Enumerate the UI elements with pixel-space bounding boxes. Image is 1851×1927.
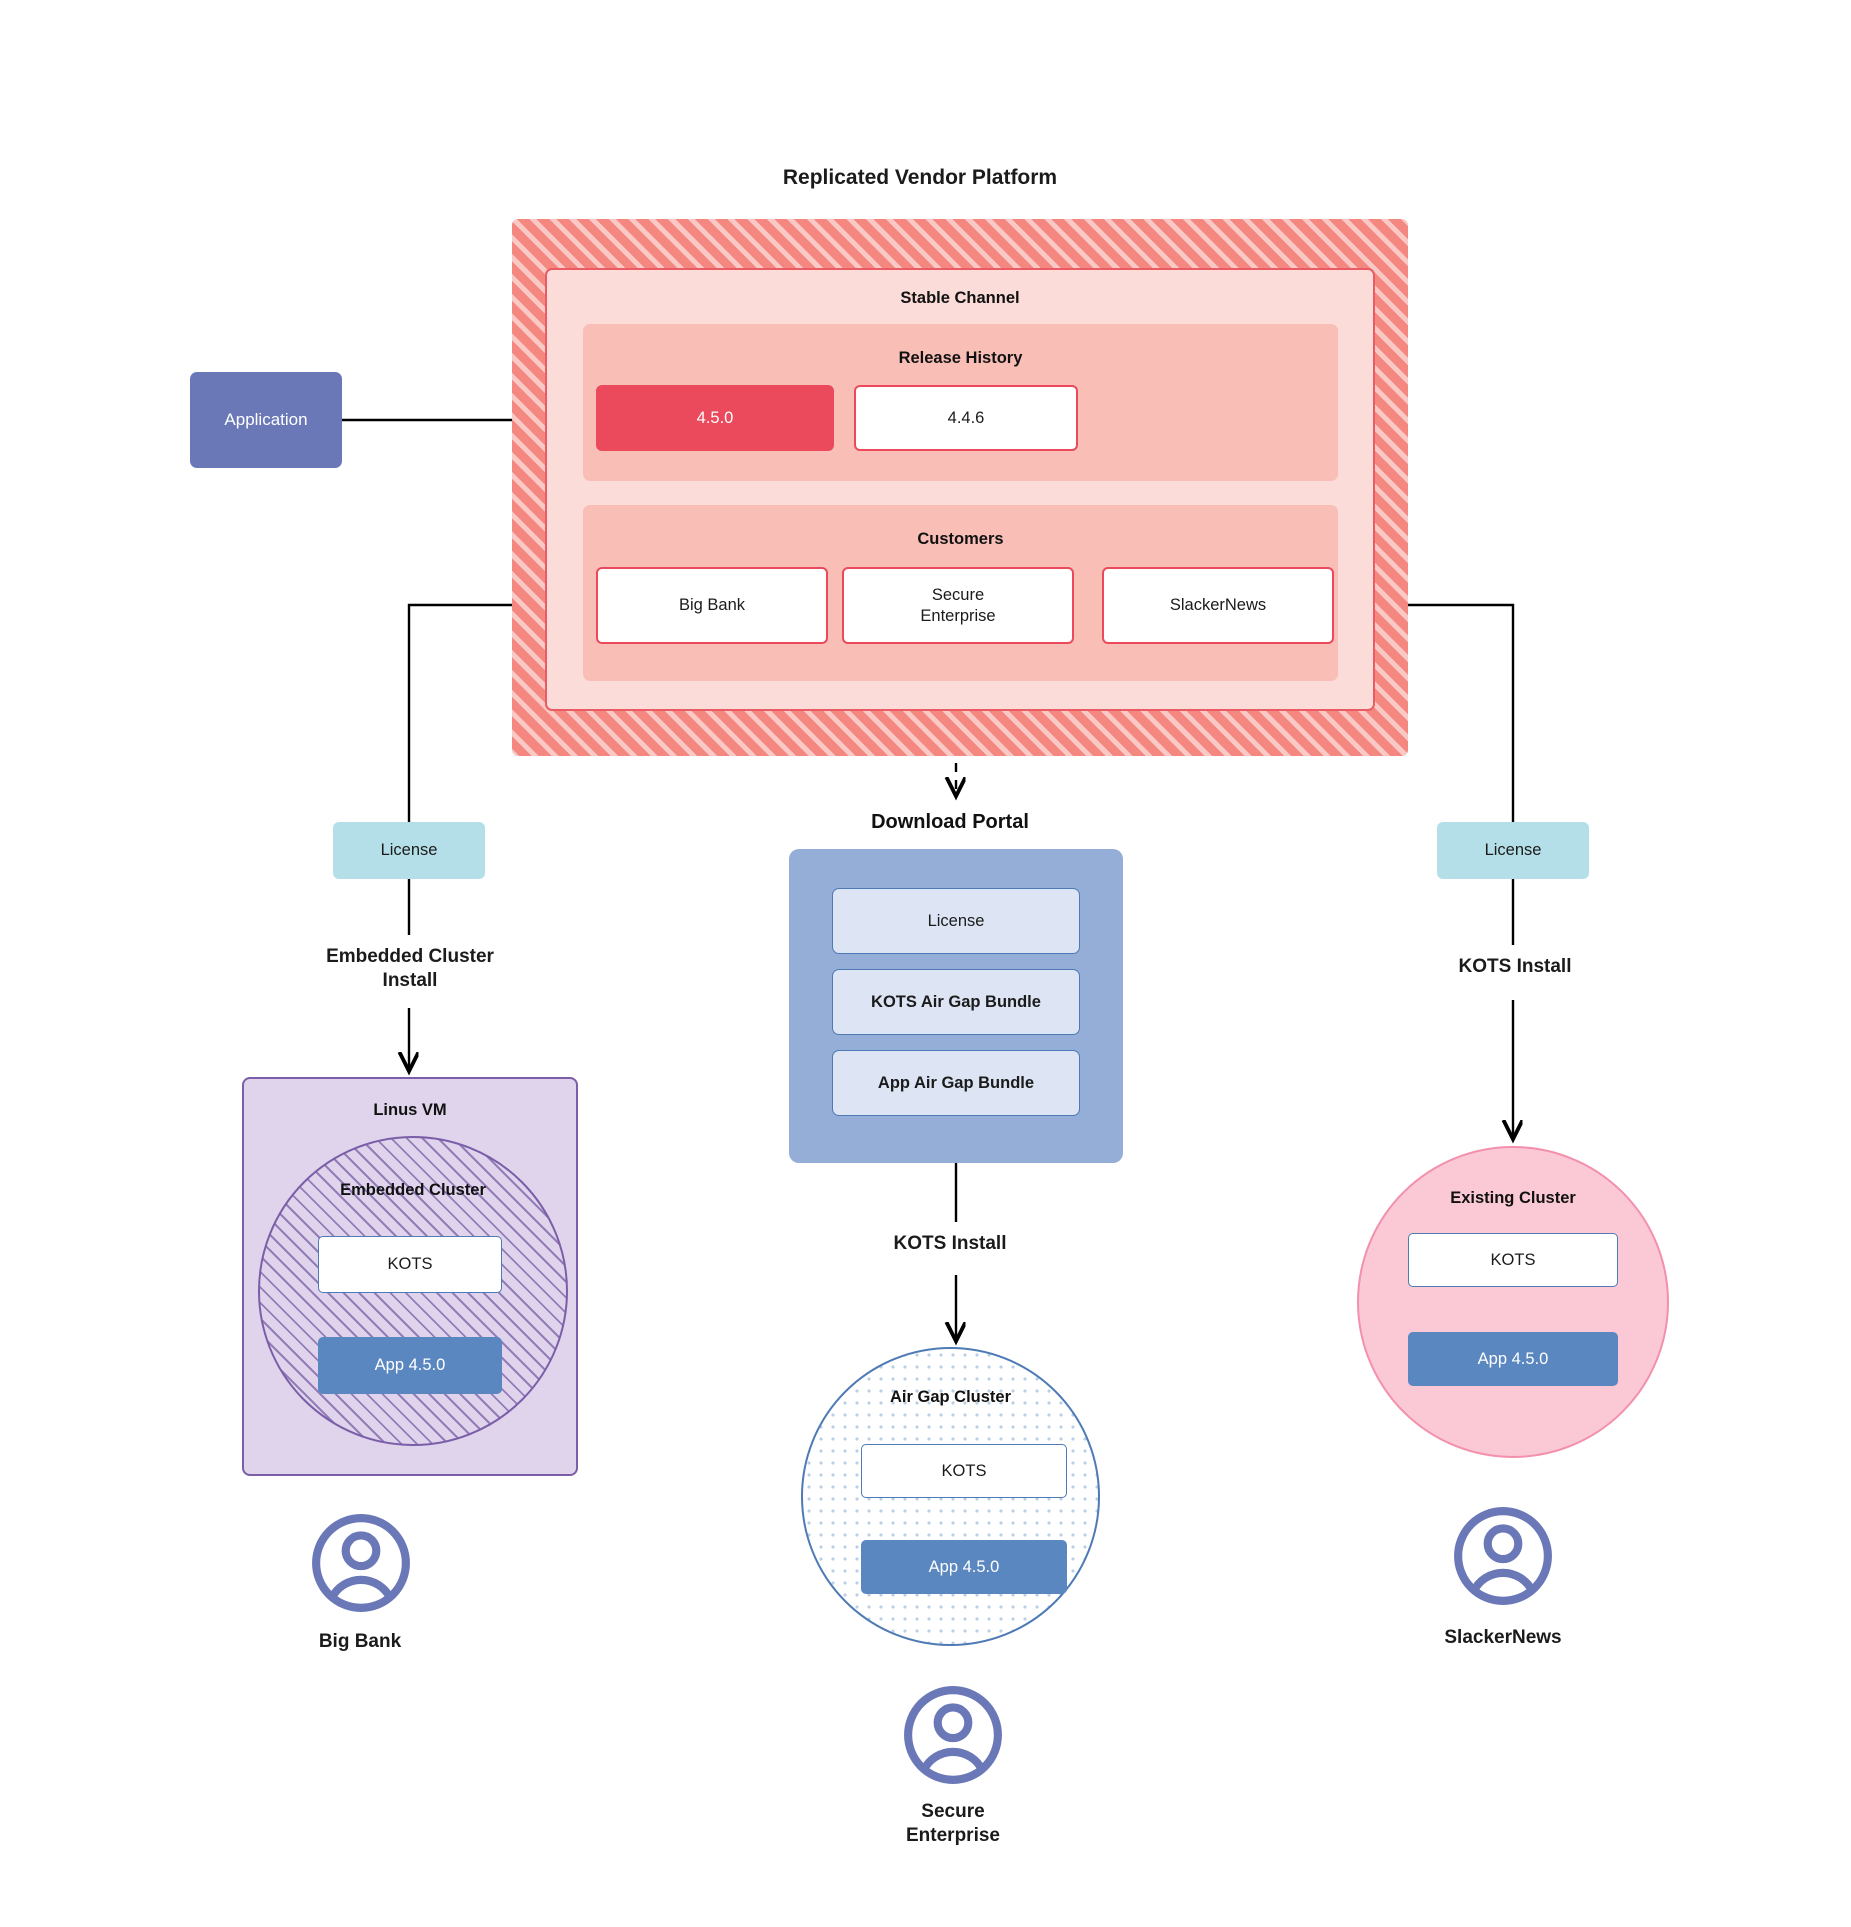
avatar <box>1452 1505 1554 1607</box>
customer-chip-big-bank[interactable]: Big Bank <box>596 567 828 644</box>
release-chip-previous[interactable]: 4.4.6 <box>854 385 1078 451</box>
stable-channel-title: Stable Channel <box>900 289 1020 307</box>
air-gap-cluster-title: Air Gap Cluster <box>889 1388 1012 1406</box>
download-portal-item-app-air-gap-bundle[interactable]: App Air Gap Bundle <box>832 1050 1080 1116</box>
release-history-title: Release History <box>898 349 1023 367</box>
application-node[interactable]: Application <box>190 372 342 468</box>
existing-cluster-container <box>1357 1146 1669 1458</box>
air-gap-cluster-kots-node[interactable]: KOTS <box>861 1444 1067 1498</box>
air-gap-cluster-app-node[interactable]: App 4.5.0 <box>861 1540 1067 1594</box>
release-chip-current[interactable]: 4.5.0 <box>596 385 834 451</box>
license-node-right[interactable]: License <box>1437 822 1589 879</box>
embedded-cluster-container <box>258 1136 568 1446</box>
flow-label-embedded-cluster-install: Embedded Cluster Install <box>326 946 494 991</box>
customers-title: Customers <box>917 530 1004 548</box>
customer-chip-secure-enterprise[interactable]: Secure Enterprise <box>842 567 1074 644</box>
download-portal-item-license[interactable]: License <box>832 888 1080 954</box>
embedded-cluster-app-node[interactable]: App 4.5.0 <box>318 1337 502 1394</box>
persona-label-big-bank: Big Bank <box>318 1631 402 1652</box>
page-title: Replicated Vendor Platform <box>782 166 1058 189</box>
existing-cluster-app-node[interactable]: App 4.5.0 <box>1408 1332 1618 1386</box>
embedded-cluster-title: Embedded Cluster <box>340 1181 486 1199</box>
download-portal-item-kots-air-gap-bundle[interactable]: KOTS Air Gap Bundle <box>832 969 1080 1035</box>
customer-chip-slackernews[interactable]: SlackerNews <box>1102 567 1334 644</box>
existing-cluster-kots-node[interactable]: KOTS <box>1408 1233 1618 1287</box>
embedded-cluster-kots-node[interactable]: KOTS <box>318 1236 502 1293</box>
avatar <box>902 1684 1004 1786</box>
persona-label-slackernews: SlackerNews <box>1444 1627 1562 1648</box>
license-node-left[interactable]: License <box>333 822 485 879</box>
avatar <box>310 1512 412 1614</box>
persona-label-secure-enterprise: Secure Enterprise <box>906 1801 1000 1846</box>
person-icon <box>1454 1507 1552 1605</box>
download-portal-title: Download Portal <box>871 811 1029 833</box>
linux-vm-title: Linus VM <box>373 1101 447 1119</box>
flow-label-kots-install-middle: KOTS Install <box>893 1233 1007 1254</box>
flow-label-kots-install-right: KOTS Install <box>1458 956 1572 977</box>
person-icon <box>904 1686 1002 1784</box>
person-icon <box>312 1514 410 1612</box>
existing-cluster-title: Existing Cluster <box>1450 1189 1576 1207</box>
